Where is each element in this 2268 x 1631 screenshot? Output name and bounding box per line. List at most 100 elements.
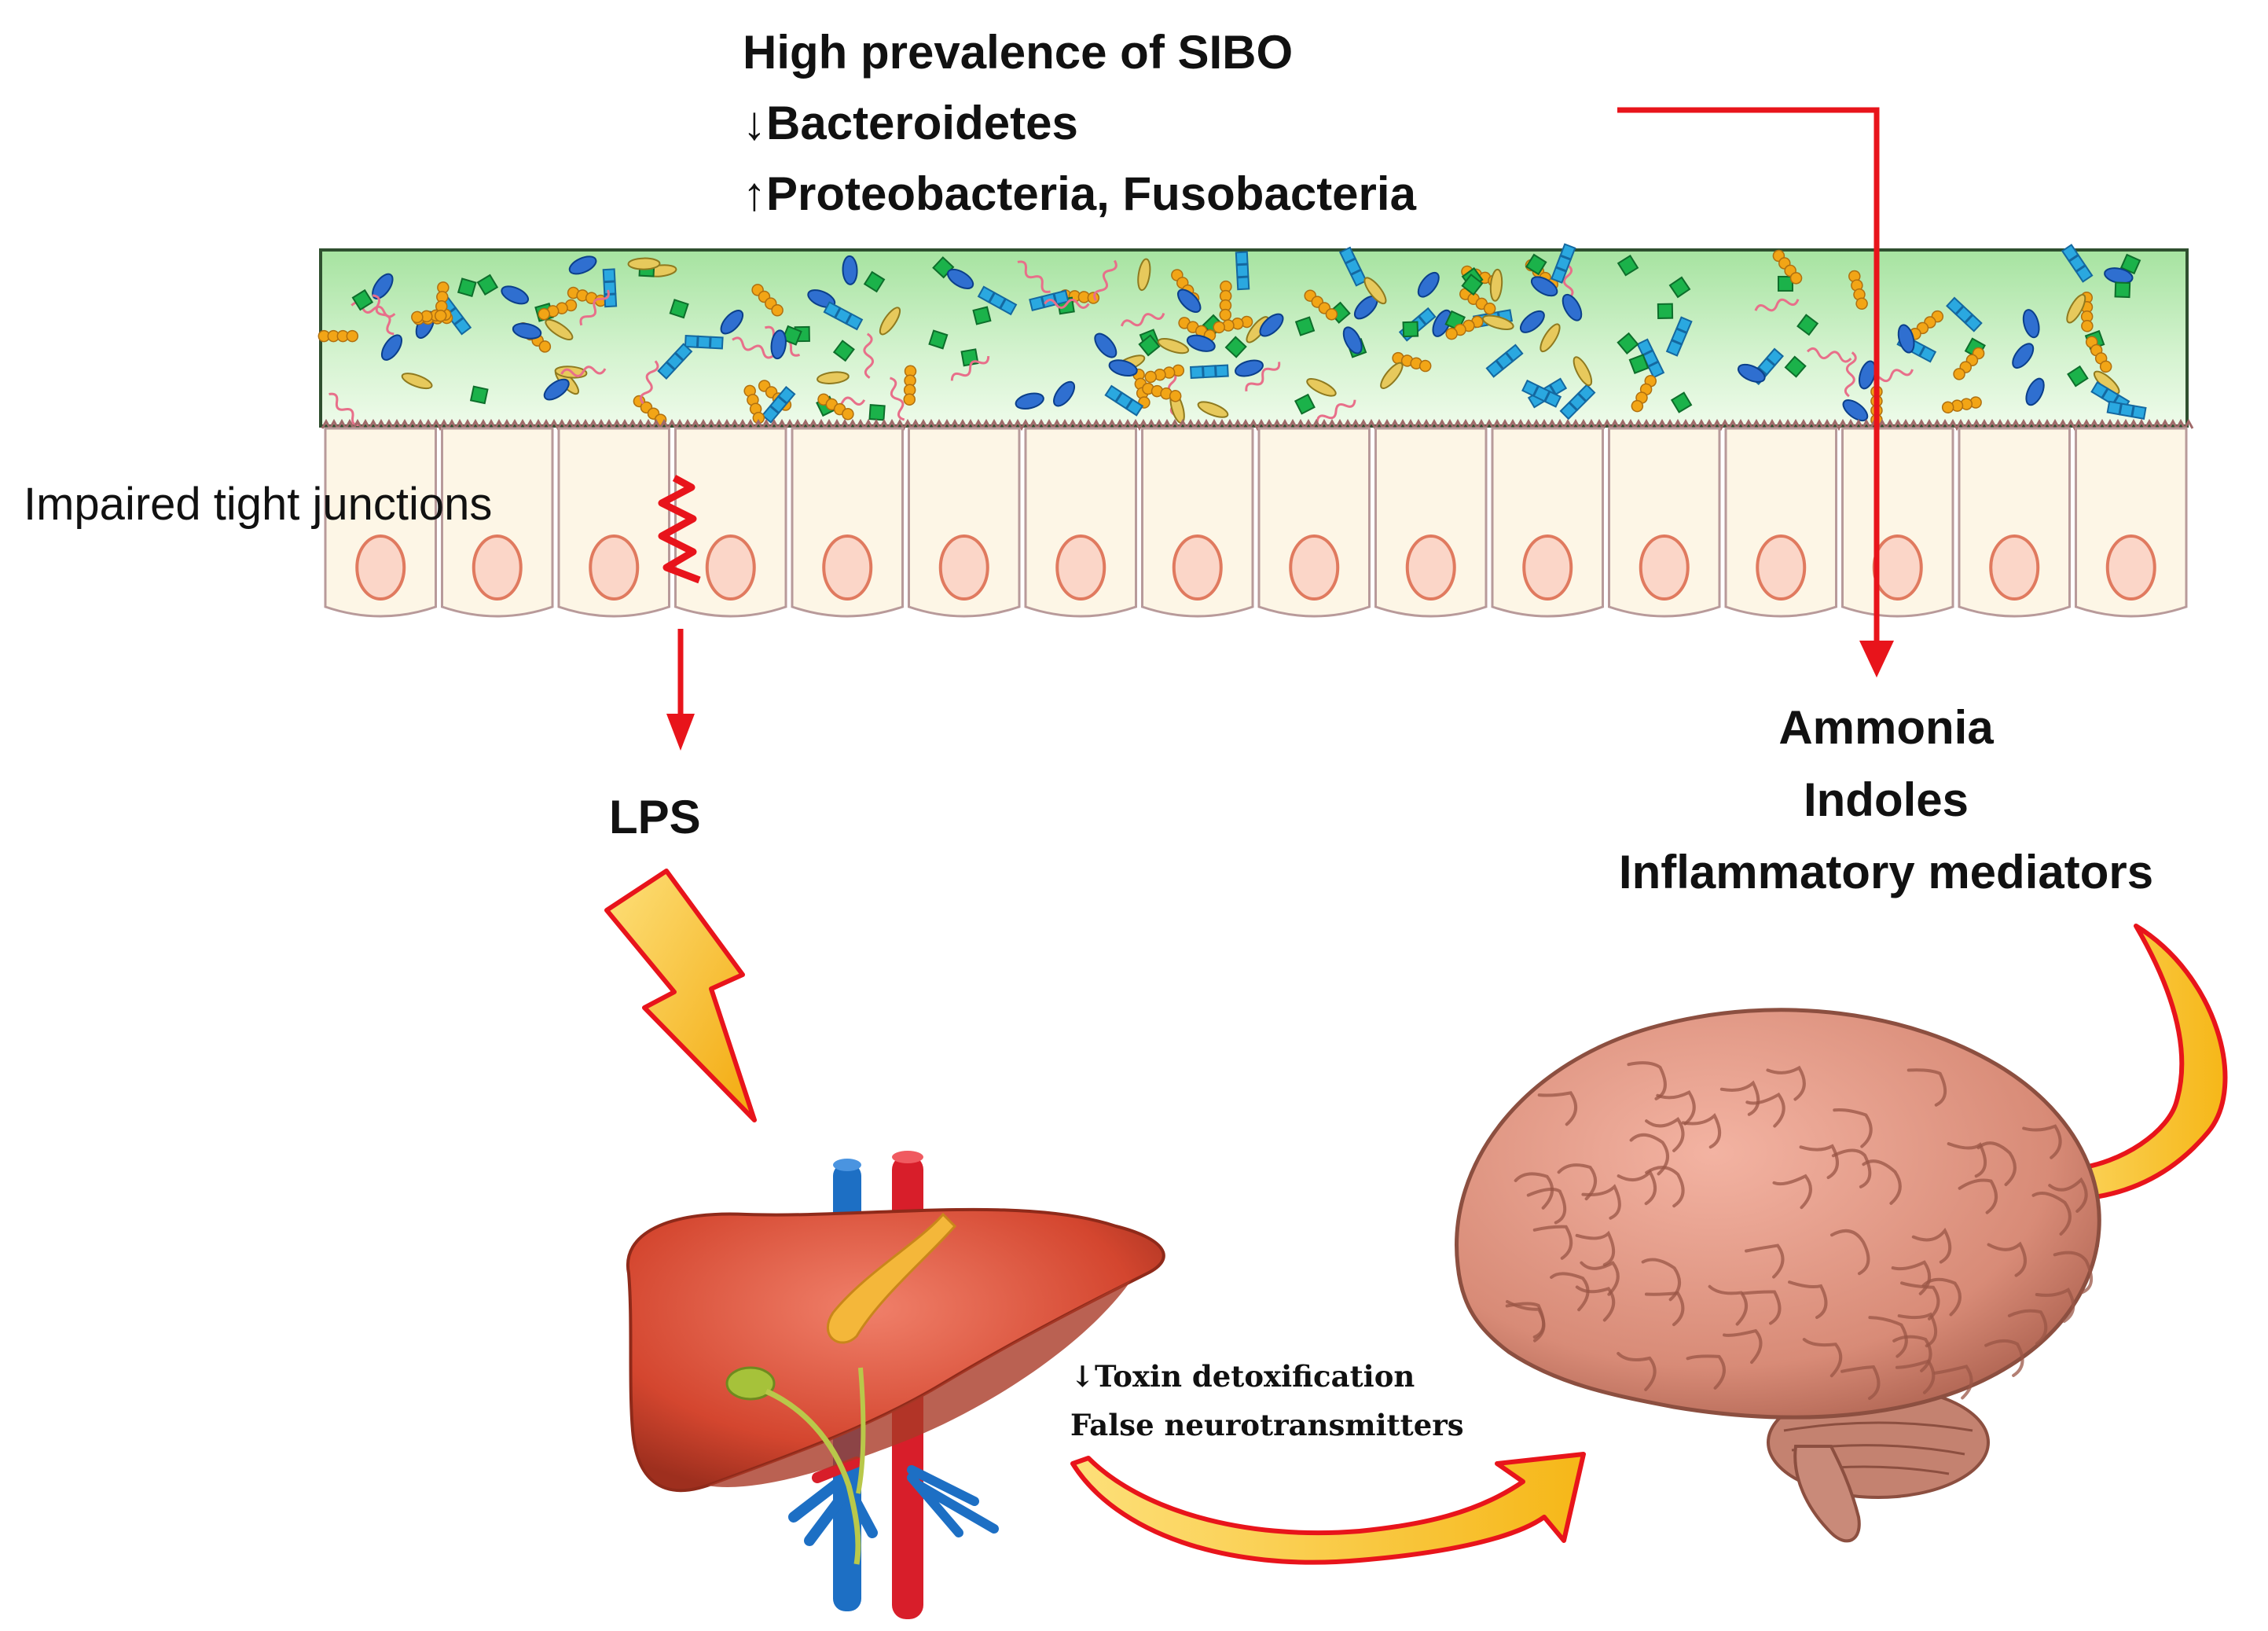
brain-gyrus	[1645, 1166, 1685, 1208]
brain-gyrus	[2048, 1177, 2088, 1213]
microbe	[1946, 296, 1983, 332]
brain-gyrus	[1629, 1133, 1669, 1176]
brain-gyrus	[1581, 1184, 1621, 1220]
microbe	[1306, 378, 1337, 397]
microbe	[1461, 274, 1484, 296]
microbe	[1551, 243, 1576, 284]
microbe	[684, 334, 724, 350]
epithelial-cell	[674, 427, 787, 618]
inflammatory-mediators-label: Inflammatory mediators	[1618, 846, 2154, 898]
epithelial-cells	[324, 427, 2188, 618]
microbe	[863, 270, 886, 293]
microbe	[1897, 324, 1915, 354]
liver-illustration	[626, 1151, 1165, 1619]
brain-gyrus	[1741, 1290, 1782, 1325]
cell-nucleus	[1989, 534, 2040, 601]
microbe	[1342, 326, 1363, 354]
microbe	[2119, 253, 2141, 275]
brain-gyrus	[1958, 1178, 1998, 1214]
microbe	[469, 385, 489, 405]
microbe	[972, 306, 992, 325]
cell-nucleus	[1756, 534, 1807, 601]
brain-gyrus	[1708, 1284, 1748, 1326]
epithelial-cell	[791, 427, 904, 618]
brain-gyrus	[1644, 1291, 1685, 1327]
microbe	[1132, 368, 1151, 409]
microbe	[372, 294, 395, 336]
epithelial-cell	[2075, 427, 2188, 618]
microbe	[639, 360, 659, 405]
microbe	[1224, 336, 1247, 358]
microbe	[1489, 268, 1503, 302]
brain-gyrus	[1833, 1108, 1873, 1148]
microbe	[1521, 379, 1562, 408]
epithelial-cell	[324, 427, 437, 618]
brain-gyrus	[1656, 1089, 1696, 1126]
microbe	[1235, 251, 1250, 291]
microbe	[832, 340, 855, 362]
brain-gyrus	[1645, 1117, 1685, 1152]
epithelial-cell	[1491, 427, 1604, 618]
microbe	[1772, 249, 1803, 285]
microbe	[1138, 334, 1161, 357]
brain-gyrus	[1862, 1159, 1902, 1205]
microbe	[1108, 359, 1138, 377]
brain-gyrus	[1745, 1092, 1785, 1128]
microbe	[1481, 314, 1514, 331]
brain-gyrus	[1840, 1365, 1881, 1401]
brain-gyrus	[2035, 1288, 2075, 1323]
microbe	[602, 268, 618, 308]
lightning-bolt-arrow	[604, 869, 757, 1122]
toxin-detox-label: ↓Toxin detoxification	[1070, 1359, 1415, 1394]
microbe	[1245, 362, 1281, 392]
microbe	[317, 329, 359, 343]
metabolites-label: Ammonia Indoles Inflammatory mediators	[1532, 692, 2240, 909]
microbe	[817, 371, 850, 384]
epithelial-cell	[908, 427, 1021, 618]
microbe	[863, 332, 875, 379]
microbe	[2066, 293, 2086, 324]
microbe	[1157, 338, 1190, 354]
cell-nucleus	[938, 534, 989, 601]
brain-gyrus	[1617, 1351, 1657, 1391]
epithelial-cell	[1141, 427, 1254, 618]
impaired-junctions-label: Impaired tight junctions	[24, 479, 493, 530]
microbe	[1015, 392, 1044, 410]
brain-gyrus	[1627, 1061, 1667, 1100]
microbe	[1338, 246, 1367, 287]
cell-nucleus	[1872, 534, 1923, 601]
cell-nucleus	[472, 534, 523, 601]
arrow-to-metabolites	[1617, 107, 1894, 678]
cell-nucleus	[1522, 534, 1573, 601]
microbe	[1259, 313, 1284, 337]
brain-gyrus	[1984, 1339, 2024, 1377]
epithelial-cell	[1841, 427, 1954, 618]
microbe	[1559, 384, 1596, 421]
brain-gyrus	[1900, 1281, 1940, 1321]
microbe	[1573, 356, 1593, 387]
microbe	[879, 307, 901, 336]
microbe	[476, 274, 499, 296]
microbe	[351, 288, 374, 311]
microbe	[928, 329, 949, 350]
microbe	[1094, 332, 1117, 358]
microbe	[1670, 391, 1693, 413]
indoles-label: Indoles	[1803, 773, 1969, 826]
microbe	[823, 301, 864, 331]
brain-gyrus	[1532, 1225, 1573, 1260]
sibo-label: High prevalence of SIBO	[743, 26, 1294, 79]
microbe	[1093, 259, 1117, 301]
microbe	[743, 384, 765, 424]
microbe	[1737, 363, 1766, 383]
epithelial-cell	[1257, 427, 1371, 618]
microbe	[1617, 254, 1639, 277]
brain-gyrus	[1575, 1285, 1616, 1322]
brain-gyrus	[1933, 1365, 1973, 1400]
microbe	[1044, 298, 1090, 309]
microbiota-changes-label: High prevalence of SIBO ↓Bacteroidetes ↑…	[743, 17, 1416, 230]
microbe	[1304, 289, 1338, 321]
microbe	[1190, 364, 1229, 380]
microbe	[1380, 362, 1404, 390]
brain-gyrus	[1976, 1141, 2017, 1186]
microbe	[401, 373, 433, 390]
